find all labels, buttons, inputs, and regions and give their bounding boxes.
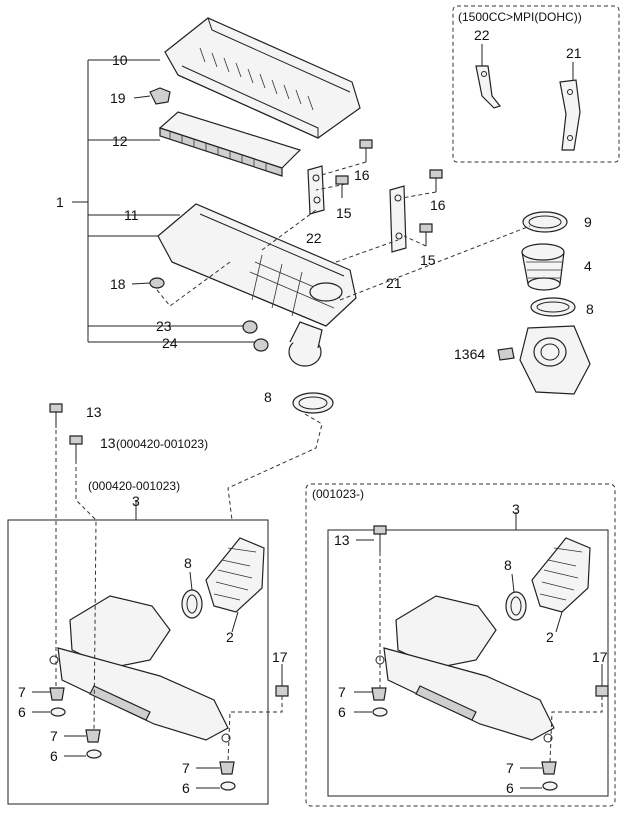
label-2-left: 2 (226, 629, 234, 645)
part-13-bolt-variant (69, 435, 83, 460)
label-11: 11 (124, 207, 139, 223)
label-1: 1 (56, 194, 64, 210)
label-3-left: 3 (132, 493, 140, 509)
part-18-grommet (149, 277, 165, 289)
label-6-left-b: 6 (50, 748, 58, 764)
label-2-right: 2 (546, 629, 554, 645)
part-12-filter-element (158, 111, 302, 177)
label-7-left-a: 7 (18, 684, 26, 700)
part-15-bolt-b (419, 223, 433, 246)
part-13-bolt-upper (49, 403, 63, 428)
label-13-variant: 13 (100, 435, 116, 451)
label-15-b: 15 (420, 252, 436, 268)
box-left-000420-001023 (7, 430, 289, 805)
part-1364-throttle-body (497, 325, 591, 395)
label-7-right-a: 7 (338, 684, 346, 700)
label-24: 24 (162, 335, 178, 351)
inset-title: (1500CC>MPI(DOHC)) (458, 10, 582, 24)
part-10-cleaner-cover (164, 17, 361, 139)
label-3-right: 3 (512, 501, 520, 517)
label-23: 23 (156, 318, 172, 334)
label-21: 21 (386, 275, 402, 291)
label-13-right: 13 (334, 532, 350, 548)
label-8-right: 8 (504, 557, 512, 573)
part-16-bolt-a (359, 139, 373, 162)
label-7-left-b: 7 (50, 728, 58, 744)
label-10: 10 (112, 52, 128, 68)
part-23-fitting (242, 320, 258, 334)
box-right-title: (001023-) (312, 487, 364, 501)
part-19-clip (149, 87, 171, 105)
label-22: 22 (306, 230, 322, 246)
label-6-right-a: 6 (338, 704, 346, 720)
box-left-title: (000420-001023) (88, 479, 180, 493)
label-8-middle: 8 (264, 389, 272, 405)
label-1364: 1364 (454, 346, 485, 362)
part-8-clamp-middle (292, 392, 334, 414)
label-17-right: 17 (592, 649, 608, 665)
label-6-right-b: 6 (506, 780, 514, 796)
inset-label-22: 22 (474, 27, 490, 43)
part-11-lower-body (157, 203, 357, 367)
label-13-variant-note: (000420-001023) (116, 437, 208, 451)
callout-labels: 10 19 12 1 11 18 23 24 22 16 15 21 16 15… (18, 10, 608, 796)
label-12: 12 (112, 133, 128, 149)
label-4: 4 (584, 258, 592, 274)
box-right-001023 (305, 483, 616, 807)
label-7-left-c: 7 (182, 760, 190, 776)
label-8-left: 8 (184, 555, 192, 571)
dashed-guides-upper (156, 161, 531, 521)
part-21-bracket (389, 185, 407, 253)
label-19: 19 (110, 90, 126, 106)
part-8-clamp-upper (530, 297, 576, 317)
leader-bracket-1 (72, 59, 255, 343)
label-16-a: 16 (354, 167, 370, 183)
part-16-bolt-b (429, 169, 443, 192)
part-9-clamp (522, 211, 568, 233)
label-13-upper: 13 (86, 404, 102, 420)
part-24-fitting (253, 338, 269, 352)
label-15-a: 15 (336, 205, 352, 221)
inset-1500cc-mpi (452, 5, 620, 163)
label-9: 9 (584, 214, 592, 230)
label-16-b: 16 (430, 197, 446, 213)
label-8-upper: 8 (586, 301, 594, 317)
label-17-left: 17 (272, 649, 288, 665)
label-18: 18 (110, 276, 126, 292)
label-7-right-b: 7 (506, 760, 514, 776)
label-6-left-a: 6 (18, 704, 26, 720)
part-15-bolt-a (335, 175, 349, 198)
inset-label-21: 21 (566, 45, 582, 61)
label-6-left-c: 6 (182, 780, 190, 796)
part-4-hose (521, 243, 565, 291)
